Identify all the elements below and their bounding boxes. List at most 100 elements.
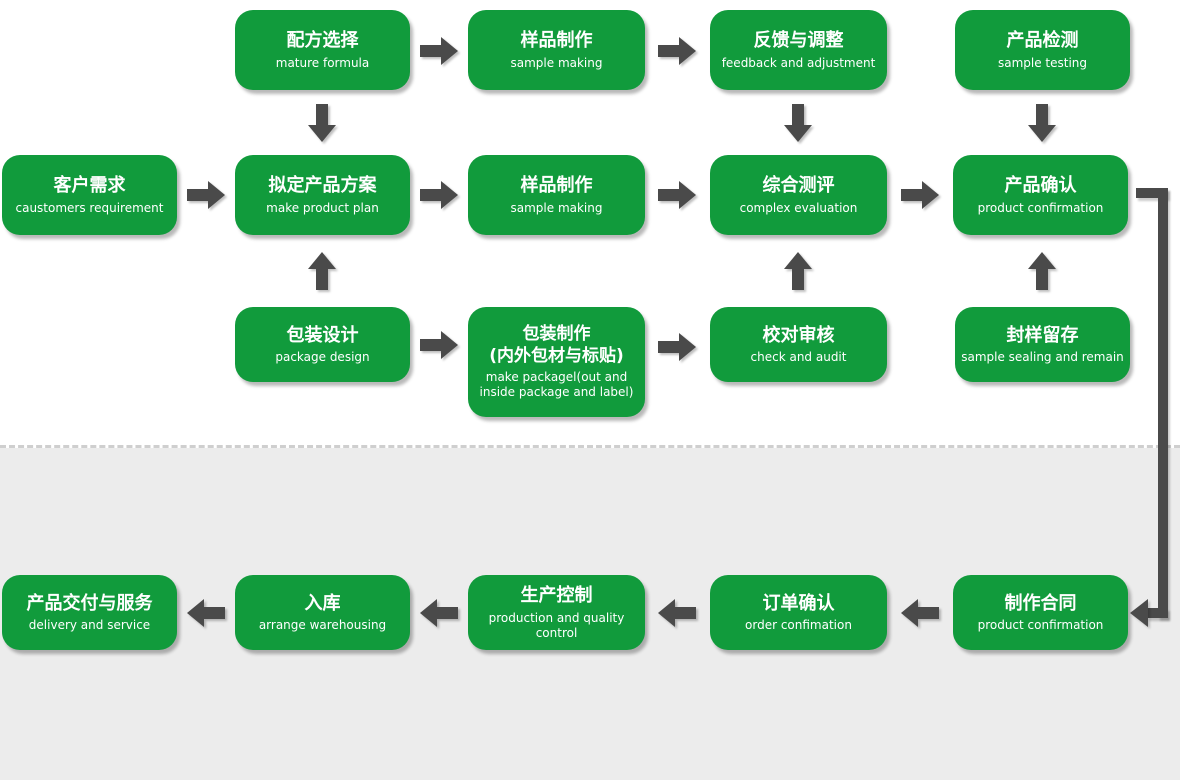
left-arrow-icon [901, 599, 939, 627]
arrow-shaft [316, 104, 328, 125]
flow-node-order-confirmation: 订单确认 order confimation [710, 575, 887, 650]
up-arrow-icon [308, 252, 336, 290]
node-subtitle-en: sample sealing and remain [961, 350, 1124, 365]
node-subtitle-en: product confirmation [977, 200, 1104, 215]
arrow-shaft [437, 607, 458, 619]
arrow-shaft [316, 269, 328, 290]
left-arrow-icon [187, 599, 225, 627]
arrow-head [679, 333, 696, 361]
node-subtitle-en: sample testing [997, 55, 1088, 70]
arrow-head [420, 599, 437, 627]
right-arrow-icon [658, 181, 696, 209]
node-subtitle-en: make product plan [266, 200, 379, 215]
arrow-head [784, 252, 812, 269]
node-title-zh: 反馈与调整 [753, 30, 844, 52]
node-title-zh: 校对审核 [762, 324, 835, 346]
node-title-zh: 客户需求 [53, 175, 126, 197]
connector-left-arrowhead-icon [1130, 599, 1148, 627]
arrow-shaft [187, 189, 208, 201]
arrow-shaft [1036, 104, 1048, 125]
arrow-head [784, 125, 812, 142]
up-arrow-icon [784, 252, 812, 290]
node-subtitle-en: delivery and service [28, 618, 151, 633]
arrow-head [901, 599, 918, 627]
arrow-shaft [918, 607, 939, 619]
node-title-zh: 入库 [304, 592, 341, 614]
arrow-shaft [901, 189, 922, 201]
right-arrow-icon [420, 37, 458, 65]
flow-node-product-confirmation: 产品确认 product confirmation [953, 155, 1128, 235]
node-title-zh: 封样留存 [1006, 324, 1079, 346]
arrow-head [441, 37, 458, 65]
node-subtitle-en: complex evaluation [739, 200, 858, 215]
up-arrow-icon [1028, 252, 1056, 290]
flow-node-complex-evaluation: 综合测评 complex evaluation [710, 155, 887, 235]
arrow-shaft [658, 341, 679, 353]
node-title-zh: 产品确认 [1004, 175, 1077, 197]
node-title-zh: 综合测评 [762, 175, 835, 197]
arrow-head [308, 125, 336, 142]
node-subtitle-en: production and quality control [488, 610, 625, 640]
node-subtitle-en: check and audit [750, 350, 847, 365]
node-title-zh: 产品交付与服务 [26, 592, 153, 614]
flow-node-feedback-adjustment: 反馈与调整 feedback and adjustment [710, 10, 887, 90]
down-arrow-icon [784, 104, 812, 142]
arrow-head [308, 252, 336, 269]
right-arrow-icon [901, 181, 939, 209]
arrow-shaft [1036, 269, 1048, 290]
node-subtitle-en: package design [275, 350, 370, 365]
connector-top-segment [1136, 188, 1168, 198]
node-subtitle-en: sample making [510, 200, 603, 215]
arrow-head [658, 599, 675, 627]
arrow-shaft [675, 607, 696, 619]
flow-node-check-audit: 校对审核 check and audit [710, 307, 887, 382]
flow-node-production-control: 生产控制 production and quality control [468, 575, 645, 650]
right-arrow-icon [187, 181, 225, 209]
node-subtitle-en: sample making [510, 55, 603, 70]
arrow-shaft [204, 607, 225, 619]
arrow-shaft [420, 189, 441, 201]
arrow-head [679, 181, 696, 209]
flow-node-package-design: 包装设计 package design [235, 307, 410, 382]
node-subtitle-en: feedback and adjustment [721, 55, 876, 70]
dashed-divider [0, 445, 1180, 448]
arrow-head [441, 181, 458, 209]
down-arrow-icon [1028, 104, 1056, 142]
node-subtitle-en: order confimation [745, 618, 852, 633]
arrow-shaft [420, 339, 441, 351]
right-arrow-icon [420, 181, 458, 209]
flow-node-sample-making-2: 样品制作 sample making [468, 155, 645, 235]
right-arrow-icon [420, 331, 458, 359]
connector-bottom-segment [1147, 608, 1168, 618]
flow-node-package-making: 包装制作 (内外包材与标贴)make packagel(out and insi… [468, 307, 645, 417]
node-subtitle-en: make packagel(out and inside package and… [479, 369, 634, 399]
arrow-shaft [658, 189, 679, 201]
arrow-head [441, 331, 458, 359]
connector-vertical-segment [1158, 188, 1168, 618]
left-arrow-icon [658, 599, 696, 627]
flow-node-delivery-service: 产品交付与服务 delivery and service [2, 575, 177, 650]
arrow-shaft [658, 45, 679, 57]
right-arrow-icon [658, 37, 696, 65]
arrow-head [922, 181, 939, 209]
node-title-zh: 样品制作 [520, 175, 593, 197]
flow-node-sample-sealing: 封样留存 sample sealing and remain [955, 307, 1130, 382]
node-title-zh: 订单确认 [762, 592, 835, 614]
node-title-zh: 包装设计 [286, 324, 359, 346]
arrow-shaft [792, 104, 804, 125]
arrow-head [1028, 125, 1056, 142]
arrow-head [187, 599, 204, 627]
node-subtitle-en: product confirmation [977, 618, 1104, 633]
left-arrow-icon [420, 599, 458, 627]
node-title-zh: 生产控制 [520, 585, 593, 607]
arrow-shaft [420, 45, 441, 57]
arrow-head [1028, 252, 1056, 269]
